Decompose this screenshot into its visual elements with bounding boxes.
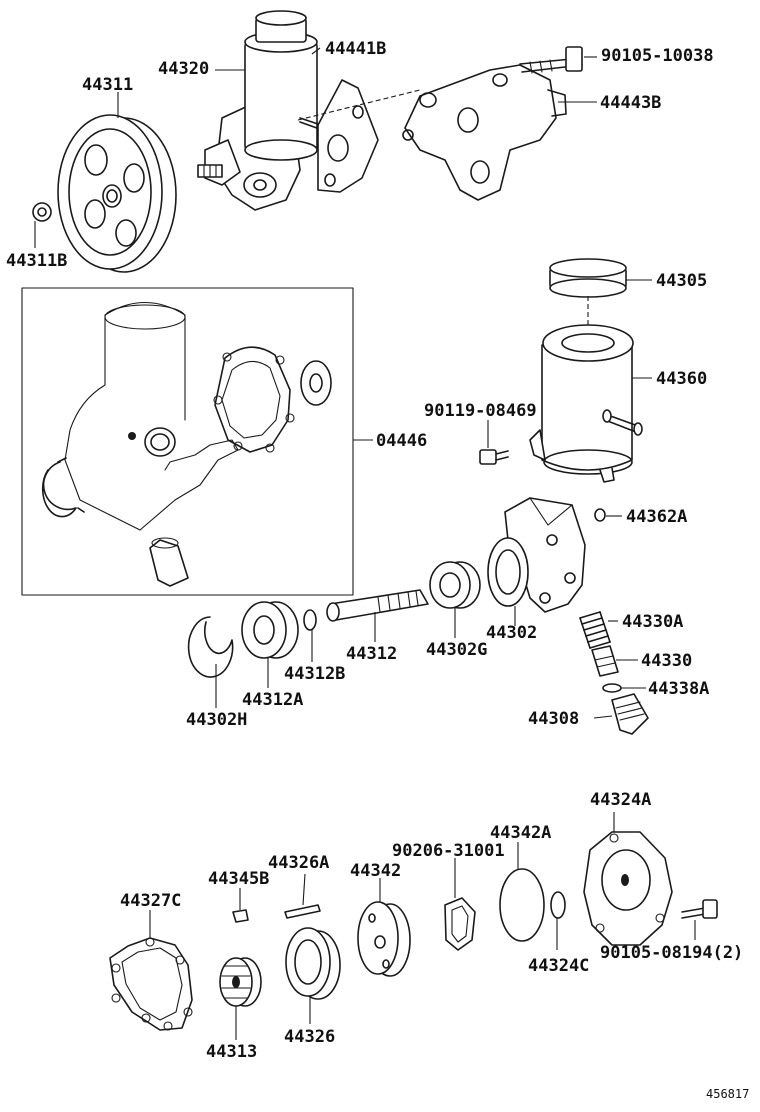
valve-44330-drawing	[591, 645, 619, 677]
vane-44345B-drawing	[232, 909, 249, 923]
plug-44308-drawing	[611, 693, 649, 735]
label-44330: 44330	[641, 651, 692, 671]
pin-44326A-drawing	[284, 904, 321, 919]
leader-lines	[34, 47, 696, 1040]
label-44326A: 44326A	[268, 853, 329, 873]
label-44345B: 44345B	[208, 869, 269, 889]
label-04446: 04446	[376, 431, 427, 451]
label-90105-10038: 90105-10038	[601, 46, 714, 66]
bearing-44312A-drawing	[241, 601, 299, 659]
diagram-reference-number: 456817	[706, 1087, 749, 1101]
seal-90206-31001-drawing	[444, 897, 476, 951]
gasket-kit-04446-box	[21, 287, 373, 596]
label-44441B: 44441B	[325, 39, 386, 59]
label-44342A: 44342A	[490, 823, 551, 843]
spring-44330A-drawing	[579, 611, 611, 649]
label-44362A: 44362A	[626, 507, 687, 527]
label-44302G: 44302G	[426, 640, 487, 660]
bolt-90119-08469-drawing	[479, 449, 509, 465]
label-44443B: 44443B	[600, 93, 661, 113]
label-44324A: 44324A	[590, 790, 651, 810]
label-44311: 44311	[82, 75, 133, 95]
label-44338A: 44338A	[648, 679, 709, 699]
shaft-44312-drawing	[326, 589, 429, 622]
snapring-44312B-drawing	[303, 609, 317, 631]
label-90119-08469: 90119-08469	[424, 401, 537, 421]
gasket-44327C-drawing	[109, 937, 193, 1031]
label-44313: 44313	[206, 1042, 257, 1062]
reservoir-44360-drawing	[529, 324, 643, 483]
pulley-44311-drawing	[57, 114, 177, 273]
label-44305: 44305	[656, 271, 707, 291]
label-90206-31001: 90206-31001	[392, 841, 505, 861]
label-44302: 44302	[486, 623, 537, 643]
oring-44324C-drawing	[550, 891, 566, 919]
nut-44311B-drawing	[32, 202, 52, 222]
cap-44305-drawing	[549, 258, 627, 332]
label-44312A: 44312A	[242, 690, 303, 710]
label-44312B: 44312B	[284, 664, 345, 684]
label-44326: 44326	[284, 1027, 335, 1047]
label-44330A: 44330A	[622, 612, 683, 632]
label-44320: 44320	[158, 59, 209, 79]
label-90105-08194: 90105-08194(2)	[600, 943, 743, 963]
label-44302H: 44302H	[186, 710, 247, 730]
label-44360: 44360	[656, 369, 707, 389]
pump-assembly-drawing	[197, 10, 583, 211]
oring-44342A-drawing	[499, 868, 545, 942]
plate-44342-drawing	[357, 901, 411, 977]
cover-44324A-drawing	[583, 831, 673, 946]
snapring-44302H-drawing	[187, 616, 234, 678]
part-labels: 44311 44311B 44320 44441B 90105-10038 44…	[6, 39, 749, 1101]
cam-ring-44326-drawing	[285, 927, 341, 1000]
pump-body-44302-drawing	[487, 497, 586, 613]
bearing-44302G-drawing	[429, 561, 481, 609]
oring-44338A-drawing	[602, 683, 622, 693]
rotor-44313-drawing	[219, 957, 262, 1007]
label-44324C: 44324C	[528, 956, 589, 976]
label-44327C: 44327C	[120, 891, 181, 911]
label-44311B: 44311B	[6, 251, 67, 271]
label-44308: 44308	[528, 709, 579, 729]
label-44312: 44312	[346, 644, 397, 664]
bolt-90105-08194-drawing	[681, 899, 718, 919]
label-44342: 44342	[350, 861, 401, 881]
oring-44362A-drawing	[594, 508, 606, 522]
